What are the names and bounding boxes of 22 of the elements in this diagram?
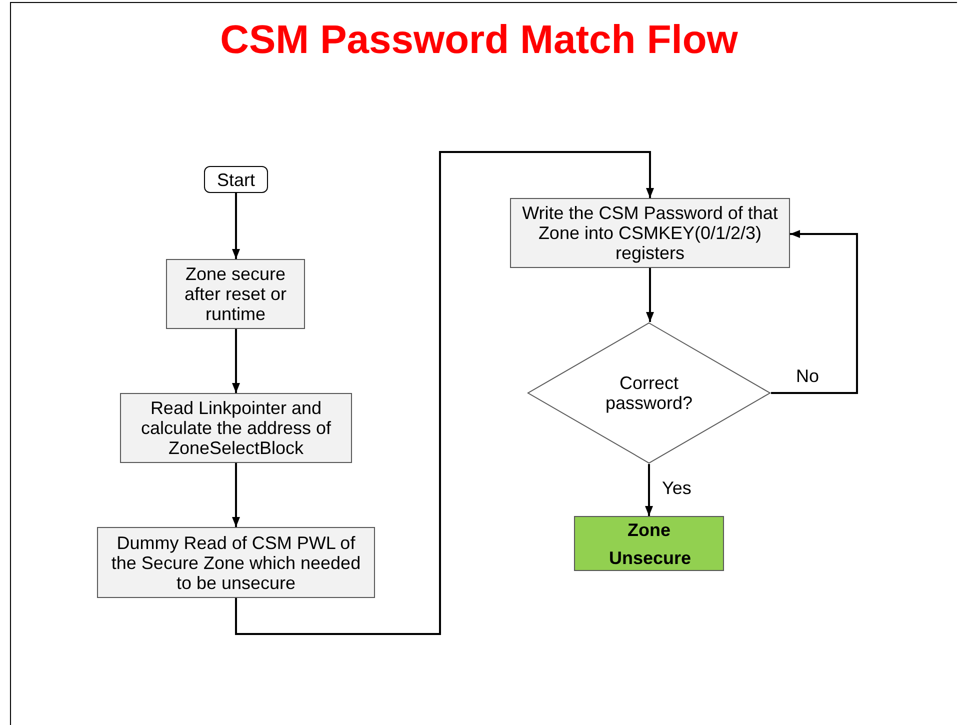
title: CSM Password Match Flow xyxy=(219,18,739,63)
arrow xyxy=(645,464,653,516)
process-box xyxy=(510,198,790,268)
node-text: Start xyxy=(216,170,256,190)
process-box xyxy=(166,259,305,329)
node-text: Write the CSM Password of that Zone into CSMKEY(0/1/2/3) registers xyxy=(521,203,779,263)
arrow xyxy=(232,329,240,393)
arrow xyxy=(232,463,240,527)
node-text: Zone Unsecure xyxy=(608,518,692,570)
result-box xyxy=(574,516,724,571)
start-terminal xyxy=(204,166,268,193)
arrow xyxy=(232,193,240,259)
arrow xyxy=(771,230,858,394)
node-text: Correct password? xyxy=(604,373,694,413)
arrow xyxy=(646,268,654,322)
node-text: Zone secure after reset or runtime xyxy=(183,264,288,324)
node-text: Dummy Read of CSM PWL of the Secure Zone which needed to be unsecure xyxy=(110,532,362,592)
node-text: Read Linkpointer and calculate the address of ZoneSelectBlock xyxy=(140,398,332,458)
process-box xyxy=(97,527,375,598)
process-box xyxy=(120,393,352,463)
decision-diamond xyxy=(527,322,771,464)
arrow xyxy=(235,151,654,635)
